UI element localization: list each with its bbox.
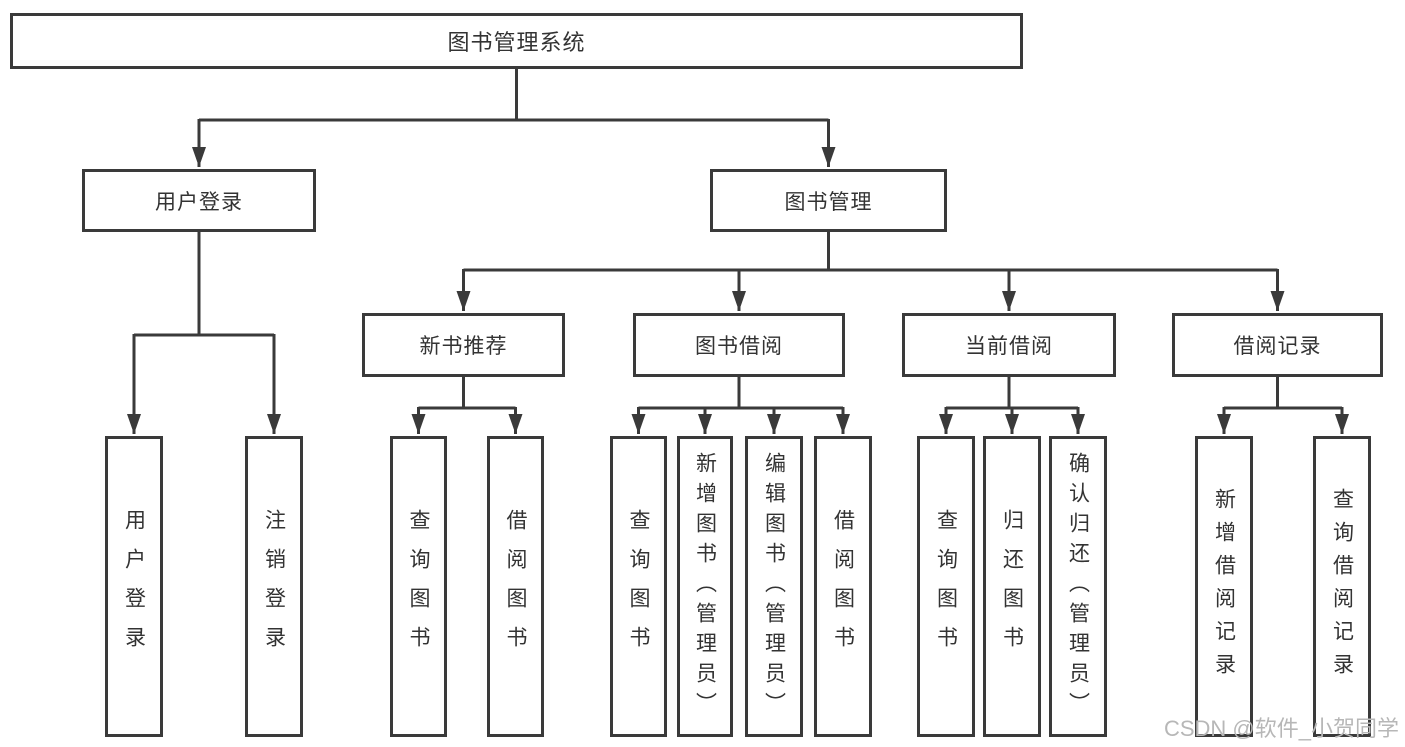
leaf-br-query-record: 查询借阅记录 [1313, 436, 1371, 737]
leaf-user-login-label: 用户登录 [122, 508, 146, 665]
leaf-bb-borrow-book: 借阅图书 [814, 436, 872, 737]
node-new-book-rec-label: 新书推荐 [419, 335, 508, 358]
node-borrow-record: 借阅记录 [1172, 313, 1383, 377]
leaf-br-query-record-label: 查询借阅记录 [1330, 487, 1354, 686]
leaf-bb-borrow-book-label: 借阅图书 [831, 508, 855, 665]
leaf-rec-borrow-book-label: 借阅图书 [504, 508, 527, 665]
node-current-borrow-label: 当前借阅 [965, 335, 1053, 358]
edge-user-login-trunk [134, 232, 274, 337]
leaf-logout: 注销登录 [245, 436, 303, 737]
leaf-rec-query-book-label: 查询图书 [407, 508, 430, 665]
leaf-br-add-record: 新增借阅记录 [1195, 436, 1253, 737]
leaf-br-add-record-label: 新增借阅记录 [1212, 487, 1236, 686]
leaf-rec-borrow-book: 借阅图书 [487, 436, 544, 737]
leaf-rec-query-book: 查询图书 [390, 436, 447, 737]
node-book-mgmt-label: 图书管理 [784, 190, 873, 214]
edge-book-mgmt-trunk [463, 232, 1278, 272]
edge-root-trunk [199, 68, 829, 122]
node-root-label: 图书管理系统 [447, 30, 586, 55]
leaf-cb-return-book-label: 归还图书 [1000, 508, 1024, 665]
leaf-bb-add-book-admin: 新增图书（管理员） [677, 436, 733, 737]
edge-book-borrow-trunk [638, 377, 843, 410]
node-user-login-label: 用户登录 [155, 190, 243, 214]
leaf-cb-query-book: 查询图书 [917, 436, 975, 737]
leaf-bb-edit-book-admin-label: 编辑图书（管理员） [762, 451, 786, 722]
leaf-cb-query-book-label: 查询图书 [934, 508, 958, 665]
leaf-bb-edit-book-admin: 编辑图书（管理员） [745, 436, 803, 737]
leaf-bb-query-book: 查询图书 [610, 436, 667, 737]
node-current-borrow: 当前借阅 [902, 313, 1116, 377]
node-book-borrow: 图书借阅 [633, 313, 845, 377]
node-user-login: 用户登录 [82, 169, 316, 232]
node-book-mgmt: 图书管理 [710, 169, 947, 232]
node-book-borrow-label: 图书借阅 [695, 335, 783, 358]
node-borrow-record-label: 借阅记录 [1233, 335, 1322, 358]
node-new-book-rec: 新书推荐 [362, 313, 565, 377]
leaf-logout-label: 注销登录 [262, 508, 286, 665]
leaf-bb-query-book-label: 查询图书 [627, 508, 650, 665]
leaf-cb-confirm-return-admin: 确认归还（管理员） [1049, 436, 1107, 737]
leaf-user-login: 用户登录 [105, 436, 163, 737]
edge-current-borrow-trunk [946, 377, 1078, 410]
leaf-cb-return-book: 归还图书 [983, 436, 1041, 737]
leaf-cb-confirm-return-admin-label: 确认归还（管理员） [1066, 451, 1090, 722]
node-root: 图书管理系统 [10, 13, 1023, 69]
edge-new-book-rec-trunk [418, 377, 516, 410]
edge-borrow-record-trunk [1224, 377, 1342, 410]
csdn-watermark: CSDN @软件_小贺同学 [1163, 716, 1399, 741]
leaf-bb-add-book-admin-label: 新增图书（管理员） [693, 451, 717, 722]
